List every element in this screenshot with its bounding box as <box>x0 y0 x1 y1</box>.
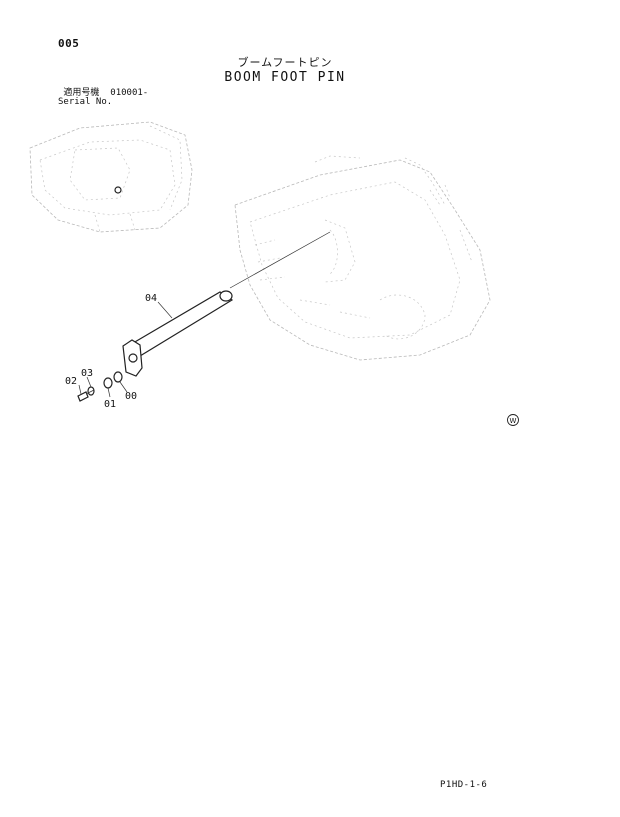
serial-block: 適用号機 010001- Serial No. <box>58 89 148 107</box>
callout-03: 03 <box>81 368 93 379</box>
bolt-part-02 <box>77 389 95 402</box>
title-english: BOOM FOOT PIN <box>224 70 346 85</box>
callout-00: 00 <box>125 391 137 402</box>
serial-label-english: Serial No. <box>58 97 113 107</box>
callout-02: 02 <box>65 376 77 387</box>
circled-w-letter: W <box>510 417 517 425</box>
leader-00 <box>119 381 128 393</box>
serial-value: 010001- <box>110 88 149 98</box>
washer-part-01 <box>103 377 113 389</box>
ghost-swing-frame <box>29 121 193 233</box>
leader-02 <box>78 384 82 395</box>
callout-01: 01 <box>104 399 116 410</box>
ghost-boom <box>234 155 491 361</box>
boom-foot-pin <box>122 290 234 377</box>
leader-03 <box>86 376 92 388</box>
leader-01 <box>107 387 111 398</box>
serial-label-japanese: 適用号機 <box>63 88 100 98</box>
title-japanese: ブームフートピン <box>237 56 333 69</box>
circled-w-symbol: W <box>507 414 519 426</box>
document-code: P1HD-1-6 <box>440 780 488 790</box>
page-number: 005 <box>58 37 80 50</box>
pin-location-marker <box>114 186 122 194</box>
callout-04: 04 <box>145 293 157 304</box>
leader-04 <box>157 301 173 319</box>
washer-part-03 <box>87 386 95 396</box>
washer-part-00 <box>113 371 123 383</box>
pin-axis-line <box>229 231 331 289</box>
